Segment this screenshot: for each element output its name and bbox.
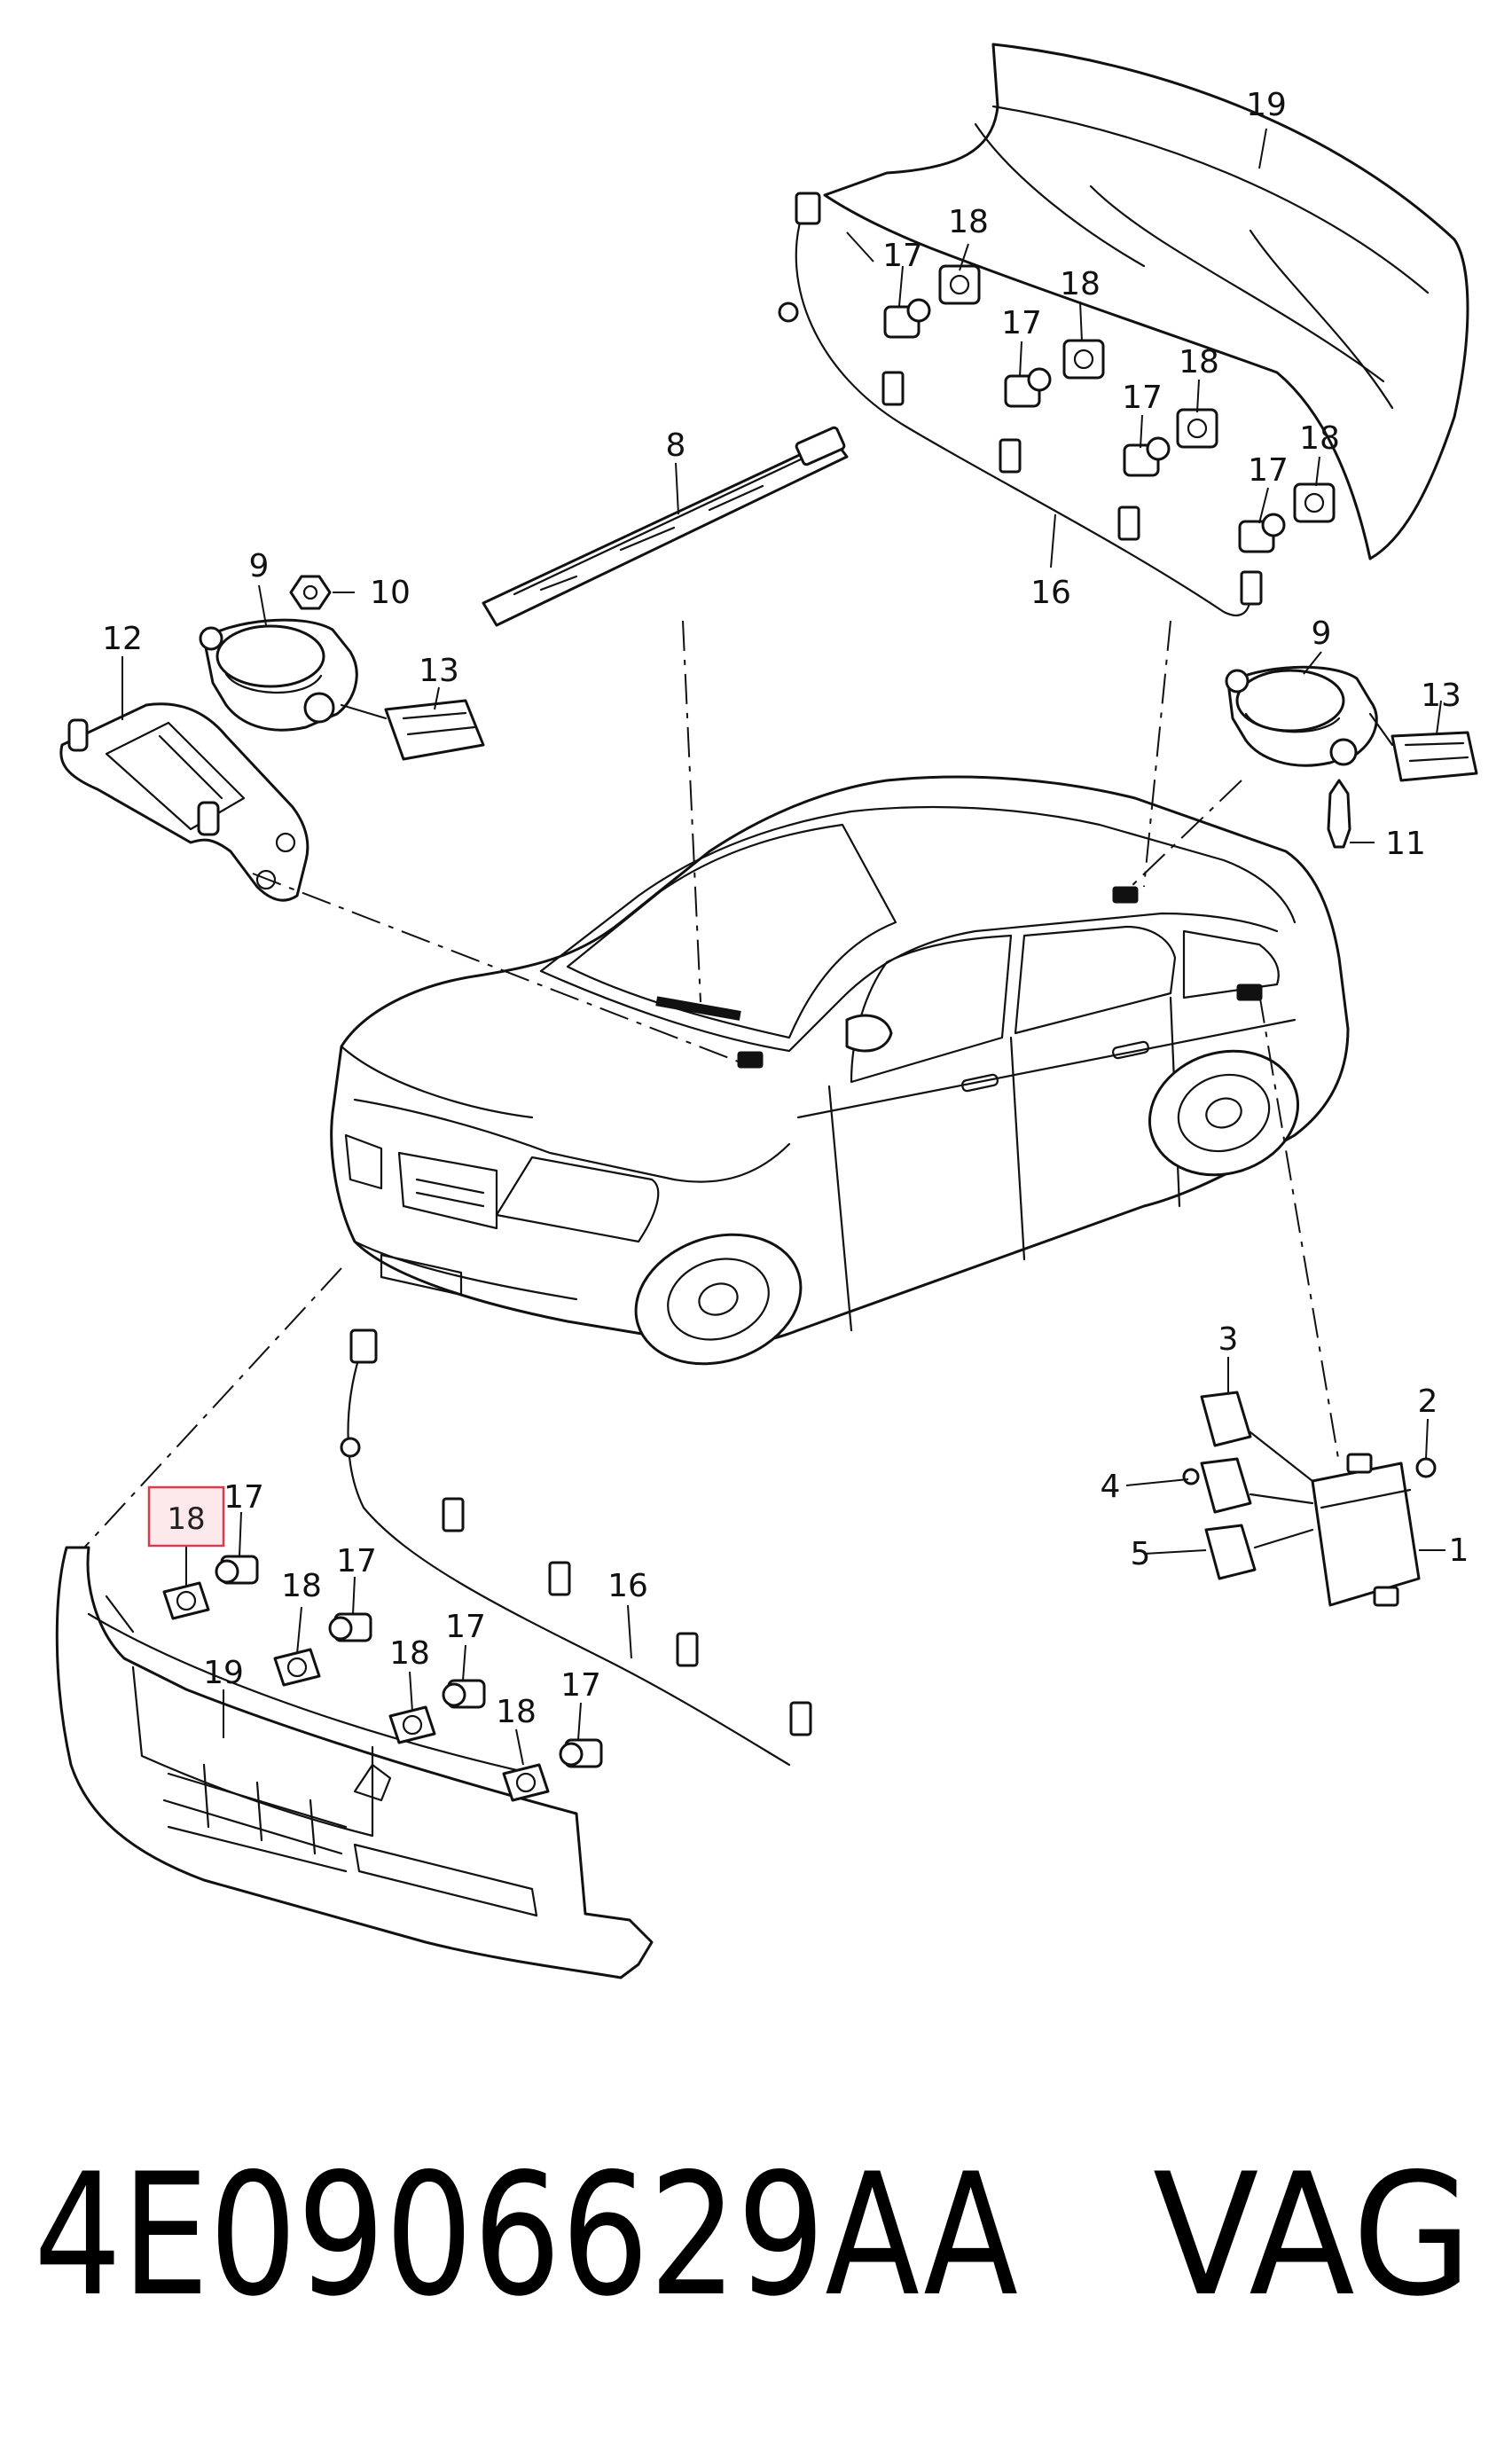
callout-17-front-3: 17 [445,1609,486,1645]
callout-10: 10 [370,575,411,611]
callout-18-front-1-highlighted: 18 [167,1501,205,1537]
front-sensor-group-1 [162,1555,259,1620]
callout-18-front-2: 18 [281,1568,322,1604]
callout-8: 8 [666,427,686,464]
callout-17-rear-3: 17 [1122,380,1163,416]
car-body [330,775,1350,1366]
rear-bumper [823,43,1469,560]
callout-18-rear-2: 18 [1060,266,1101,302]
callout-13-right: 13 [1421,678,1461,714]
nut [289,575,332,610]
callout-16-front: 16 [607,1568,648,1604]
callout-17-rear-1: 17 [882,238,923,274]
mounting-bracket [59,702,309,902]
callout-18-rear-4: 18 [1299,420,1340,457]
callout-17-rear-2: 17 [1001,305,1042,341]
parking-aid-control-module [1182,1391,1437,1607]
callout-4: 4 [1101,1469,1121,1505]
callout-3: 3 [1218,1321,1239,1358]
part-8-strip [482,426,849,627]
rear-parking-sensors [883,264,1336,553]
screw [1415,1457,1437,1478]
callout-17-front-4: 17 [560,1667,601,1704]
callout-17-front-2: 17 [336,1543,377,1579]
callout-18-rear-3: 18 [1179,344,1219,380]
front-sensor-group-4 [502,1738,603,1802]
leader-lines [121,128,1445,1766]
front-parking-sensors [162,1555,603,1802]
callout-9-right: 9 [1312,615,1332,652]
front-sensor-group-2 [273,1612,372,1687]
callout-9-left: 9 [249,548,270,584]
callout-18-front-4: 18 [496,1694,537,1730]
harness-connector [795,192,821,225]
front-wiring-harness [340,1328,812,1767]
callout-labels: 19 18 17 18 17 18 17 18 17 16 8 9 10 12 … [102,87,1469,1730]
callout-5: 5 [1131,1536,1151,1572]
callout-18-front-3: 18 [389,1635,430,1672]
callout-19-rear: 19 [1246,87,1287,123]
rear-sensor-group-2 [1004,339,1105,408]
highlight-box-18 [147,1485,225,1548]
harness-grommet [778,302,799,323]
callout-16-rear: 16 [1030,575,1071,611]
callout-17-rear-4: 17 [1248,452,1289,489]
relation-lines [83,620,1340,1548]
callout-12: 12 [102,621,143,657]
clip [1327,779,1351,849]
brand-name: VAG [1153,2137,1472,2333]
footer: 4E0906629AA VAG [34,2137,1472,2333]
left-warning-buzzer-assembly [59,575,485,902]
rear-sensor-group-1 [883,264,981,339]
callout-11: 11 [1385,826,1426,862]
front-sensor-group-3 [388,1679,486,1744]
buzzer-body [215,624,325,688]
rear-wiring-harness [778,192,1263,616]
connector [384,699,485,761]
rear-sensor-group-4 [1238,482,1336,553]
rear-sensor-group-3 [1123,408,1218,477]
callout-13-left: 13 [419,653,459,689]
right-warning-buzzer-assembly [1225,665,1478,849]
callout-17-front-1: 17 [223,1479,264,1516]
control-unit [1311,1462,1421,1607]
callout-19-front: 19 [203,1655,244,1691]
front-bumper [55,1546,654,1979]
callout-1: 1 [1449,1532,1469,1569]
part-number: 4E0906629AA [34,2137,1018,2333]
callout-2: 2 [1418,1383,1438,1420]
callout-18-rear-1: 18 [948,204,989,240]
